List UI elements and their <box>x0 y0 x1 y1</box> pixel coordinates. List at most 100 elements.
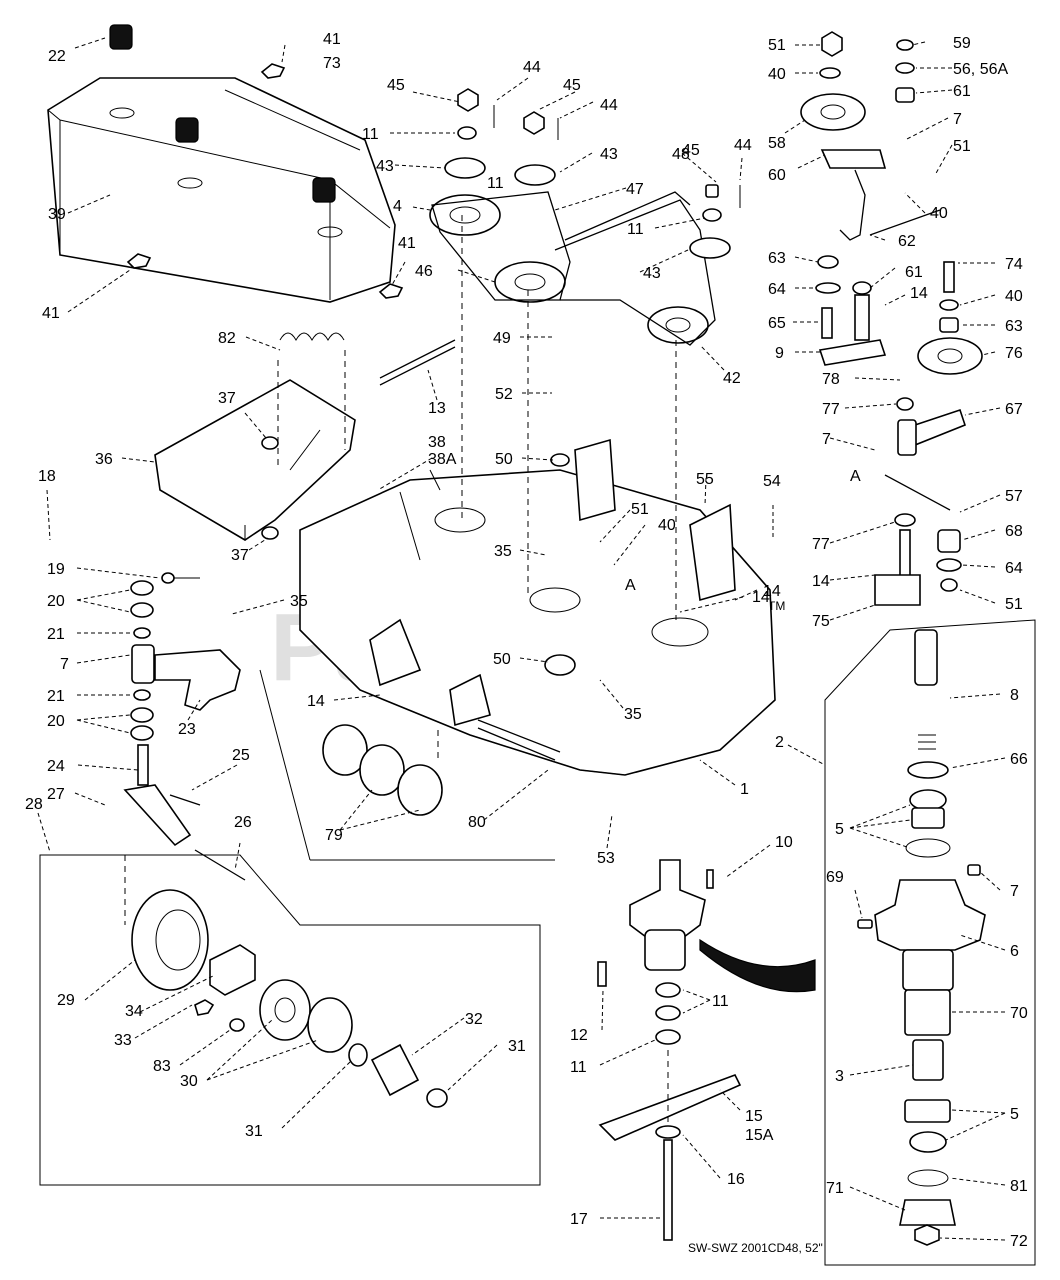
callout-54: 54 <box>763 473 781 490</box>
callout-53: 53 <box>597 850 615 867</box>
callout-45: 45 <box>563 77 581 94</box>
callout-11: 11 <box>570 1059 587 1076</box>
callout-35: 35 <box>290 593 308 610</box>
gauge-wheel-arm-assembly <box>123 572 246 881</box>
callout-29: 29 <box>57 992 75 1009</box>
pulley-belt-assembly <box>429 88 741 346</box>
deck-cover-assembly <box>47 24 404 303</box>
callout-5: 5 <box>835 821 844 838</box>
callout-37: 37 <box>218 390 236 407</box>
drawing-caption: SW-SWZ 2001CD48, 52" <box>688 1241 823 1255</box>
callout-41: 41 <box>398 235 416 252</box>
callout-24: 24 <box>47 758 65 775</box>
callout-11: 11 <box>712 993 729 1010</box>
callout-15: 15 <box>745 1108 763 1125</box>
gauge-wheel-inset <box>39 854 541 1186</box>
callout-14: 14 <box>752 589 770 606</box>
callout-14: 14 <box>763 583 781 600</box>
section-mark-a: A <box>850 468 861 485</box>
callout-60: 60 <box>768 167 786 184</box>
callout-64: 64 <box>1005 560 1023 577</box>
callout-76: 76 <box>1005 345 1023 362</box>
callout-57: 57 <box>1005 488 1023 505</box>
callout-75: 75 <box>812 613 830 630</box>
callout-7: 7 <box>1010 883 1019 900</box>
callout-28: 28 <box>25 796 43 813</box>
callout-9: 9 <box>775 345 784 362</box>
callout-51: 51 <box>1005 596 1023 613</box>
callout-7: 7 <box>953 111 962 128</box>
callout-77: 77 <box>822 401 840 418</box>
callout-39: 39 <box>48 206 66 223</box>
callout-50: 50 <box>495 451 513 468</box>
callout-14: 14 <box>307 693 325 710</box>
callout-35: 35 <box>624 706 642 723</box>
callout-40: 40 <box>768 66 786 83</box>
callout-34: 34 <box>125 1003 143 1020</box>
callout-36: 36 <box>95 451 113 468</box>
callout-27: 27 <box>47 786 65 803</box>
callout-26: 26 <box>234 814 252 831</box>
callout-10: 10 <box>775 834 793 851</box>
spindle-detail-inset <box>824 619 1036 1266</box>
callout-33: 33 <box>114 1032 132 1049</box>
callout-82: 82 <box>218 330 236 347</box>
watermark-tm: TM <box>768 599 785 613</box>
callout-77: 77 <box>812 536 830 553</box>
blade-spindle-assembly <box>597 859 816 1241</box>
callout-63: 63 <box>1005 318 1023 335</box>
callout-79: 79 <box>325 827 343 844</box>
callout-37: 37 <box>231 547 249 564</box>
callout-71: 71 <box>826 1180 844 1197</box>
callout-14: 14 <box>812 573 830 590</box>
callout-16: 16 <box>727 1171 745 1188</box>
callout-22: 22 <box>48 48 66 65</box>
callout-51: 51 <box>631 501 649 518</box>
section-mark-a: A <box>625 577 636 594</box>
callout-41: 41 <box>323 31 341 48</box>
callout-13: 13 <box>428 400 446 417</box>
callout-51: 51 <box>953 138 971 155</box>
callout-48: 48 <box>672 146 690 163</box>
callout-40: 40 <box>1005 288 1023 305</box>
callout-59: 59 <box>953 35 971 52</box>
callout-3: 3 <box>835 1068 844 1085</box>
callout-4: 4 <box>393 198 402 215</box>
anti-scalp-rollers <box>259 669 555 861</box>
callout-20: 20 <box>47 593 65 610</box>
callout-58: 58 <box>768 135 786 152</box>
callout-43: 43 <box>600 146 618 163</box>
callout-11: 11 <box>487 175 504 192</box>
callout-83: 83 <box>153 1058 171 1075</box>
callout-56: 56, 56A <box>953 61 1008 78</box>
callout-80: 80 <box>468 814 486 831</box>
callout-18: 18 <box>38 468 56 485</box>
callout-14: 14 <box>910 285 928 302</box>
callouts: 22 41 73 39 41 41 45 44 45 44 11 43 11 4… <box>25 31 1028 1255</box>
tensioner-shield-assembly <box>154 332 456 541</box>
callout-43: 43 <box>376 158 394 175</box>
callout-6: 6 <box>1010 943 1019 960</box>
callout-46: 46 <box>415 263 433 280</box>
callout-72: 72 <box>1010 1233 1028 1250</box>
callout-5: 5 <box>1010 1106 1019 1123</box>
callout-2: 2 <box>775 734 784 751</box>
callout-17: 17 <box>570 1211 588 1228</box>
callout-1: 1 <box>740 781 749 798</box>
callout-31: 31 <box>508 1038 526 1055</box>
callout-67: 67 <box>1005 401 1023 418</box>
callout-52: 52 <box>495 386 513 403</box>
callout-44: 44 <box>523 59 541 76</box>
idler-arm-assembly <box>800 31 983 606</box>
callout-38: 38 <box>428 434 446 451</box>
callout-61: 61 <box>905 264 923 281</box>
callout-11: 11 <box>362 126 379 143</box>
callout-45: 45 <box>387 77 405 94</box>
callout-43: 43 <box>643 265 661 282</box>
callout-45: 45 <box>682 142 700 159</box>
callout-38a: 38A <box>428 451 457 468</box>
callout-23: 23 <box>178 721 196 738</box>
callout-50: 50 <box>493 651 511 668</box>
callout-7: 7 <box>60 656 69 673</box>
